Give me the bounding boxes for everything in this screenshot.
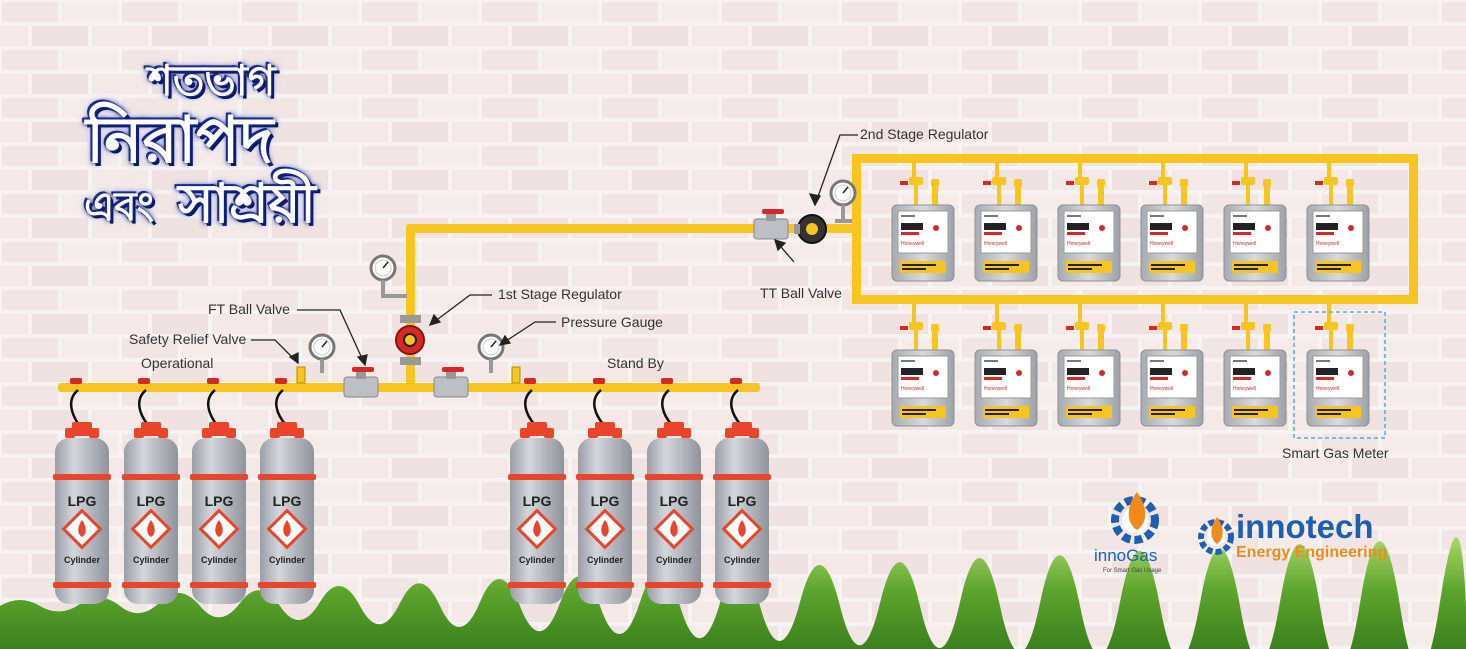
meter-brand-text: Honeywell [901, 386, 924, 392]
cylinder-label-text: Cylinder [201, 555, 238, 565]
cylinder-lpg-text: LPG [205, 493, 234, 509]
cylinder-lpg-text: LPG [728, 493, 757, 509]
standby-cylinders: LPG Cylinder LPG Cylinder LPG Cylinder L… [506, 420, 773, 606]
gas-meter: Honeywell [1057, 321, 1121, 427]
label-safety-relief-valve: Safety Relief Valve [129, 331, 247, 347]
cylinder-lpg-text: LPG [137, 493, 166, 509]
innotech-logo-name: innotech [1236, 508, 1374, 545]
meter-brand-text: Honeywell [984, 241, 1007, 247]
meter-brand-text: Honeywell [1150, 386, 1173, 392]
gas-meter: Honeywell [1306, 321, 1370, 427]
cylinder-label-text: Cylinder [656, 555, 693, 565]
gas-meter: Honeywell [1223, 176, 1287, 282]
meter-brand-text: Honeywell [1233, 386, 1256, 392]
gas-meter: Honeywell [1223, 321, 1287, 427]
label-pressure-gauge: Pressure Gauge [561, 314, 663, 330]
second-stage-regulator [794, 214, 827, 244]
cylinder-lpg-text: LPG [591, 493, 620, 509]
smart-gas-meter-highlight [1293, 311, 1386, 439]
lpg-cylinder: LPG Cylinder [51, 420, 113, 606]
gas-meter: Honeywell [1140, 176, 1204, 282]
gas-meter: Honeywell [974, 176, 1038, 282]
first-stage-regulator [395, 315, 425, 365]
cylinder-label-text: Cylinder [587, 555, 624, 565]
headline-line-2: নিরাপদ [86, 104, 274, 178]
cylinder-lpg-text: LPG [273, 493, 302, 509]
lpg-cylinder: LPG Cylinder [506, 420, 568, 606]
cylinder-label-text: Cylinder [269, 555, 306, 565]
operational-cylinders: LPG Cylinder LPG Cylinder LPG Cylinder L… [51, 420, 318, 606]
gas-meter: Honeywell [1306, 176, 1370, 282]
meter-brand-text: Honeywell [1316, 241, 1339, 247]
meter-brand-text: Honeywell [1067, 241, 1090, 247]
lpg-cylinder: LPG Cylinder [188, 420, 250, 606]
innogas-logo-tagline: For Smart Gas Usage [1103, 568, 1162, 574]
gas-meter: Honeywell [891, 321, 955, 427]
innogas-logo-name: innoGas [1094, 546, 1158, 565]
label-first-stage-regulator: 1st Stage Regulator [498, 286, 622, 302]
cylinder-connection-valves [70, 378, 742, 384]
label-ft-ball-valve: FT Ball Valve [208, 301, 290, 317]
meter-brand-text: Honeywell [984, 386, 1007, 392]
innotech-logo-tagline: Energy Engineering [1236, 544, 1388, 561]
meter-brand-text: Honeywell [1233, 241, 1256, 247]
lpg-cylinder: LPG Cylinder [711, 420, 773, 606]
headline-line-1: শতভাগ [148, 56, 276, 105]
cylinder-label-text: Cylinder [519, 555, 556, 565]
lpg-cylinder: LPG Cylinder [120, 420, 182, 606]
gas-meter: Honeywell [1140, 321, 1204, 427]
meter-brand-text: Honeywell [901, 241, 924, 247]
cylinder-label-text: Cylinder [133, 555, 170, 565]
gas-meter: Honeywell [974, 321, 1038, 427]
callout-leaders [251, 134, 858, 367]
cylinder-lpg-text: LPG [523, 493, 552, 509]
meter-brand-text: Honeywell [1150, 241, 1173, 247]
gas-meter: Honeywell [1057, 176, 1121, 282]
cylinder-lpg-text: LPG [68, 493, 97, 509]
label-second-stage-regulator: 2nd Stage Regulator [860, 126, 989, 142]
headline-line-3a: এবং [84, 184, 154, 230]
label-stand-by: Stand By [607, 355, 664, 371]
label-smart-gas-meter: Smart Gas Meter [1282, 445, 1389, 461]
meter-brand-text: Honeywell [1316, 386, 1339, 392]
label-operational: Operational [141, 355, 214, 371]
lpg-cylinder: LPG Cylinder [574, 420, 636, 606]
headline-line-3b: সাশ্রয়ী [178, 172, 316, 235]
cylinder-label-text: Cylinder [724, 555, 761, 565]
gas-meters-top-row: Honeywell Honeywell Honeywell Honeywell … [891, 176, 1370, 282]
lpg-cylinder: LPG Cylinder [256, 420, 318, 606]
innogas-logo-icon [1111, 492, 1159, 544]
innotech-logo-icon [1198, 517, 1234, 555]
meter-brand-text: Honeywell [1067, 386, 1090, 392]
lpg-cylinder: LPG Cylinder [643, 420, 705, 606]
label-tt-ball-valve: TT Ball Valve [760, 285, 842, 301]
meter-tap-pipes [912, 163, 1331, 324]
gas-meter: Honeywell [891, 176, 955, 282]
cylinder-lpg-text: LPG [660, 493, 689, 509]
pipe-network [58, 154, 1418, 392]
gas-meters-bottom-row: Honeywell Honeywell Honeywell Honeywell … [891, 321, 1370, 427]
safety-relief-valve [296, 366, 521, 384]
cylinder-label-text: Cylinder [64, 555, 101, 565]
